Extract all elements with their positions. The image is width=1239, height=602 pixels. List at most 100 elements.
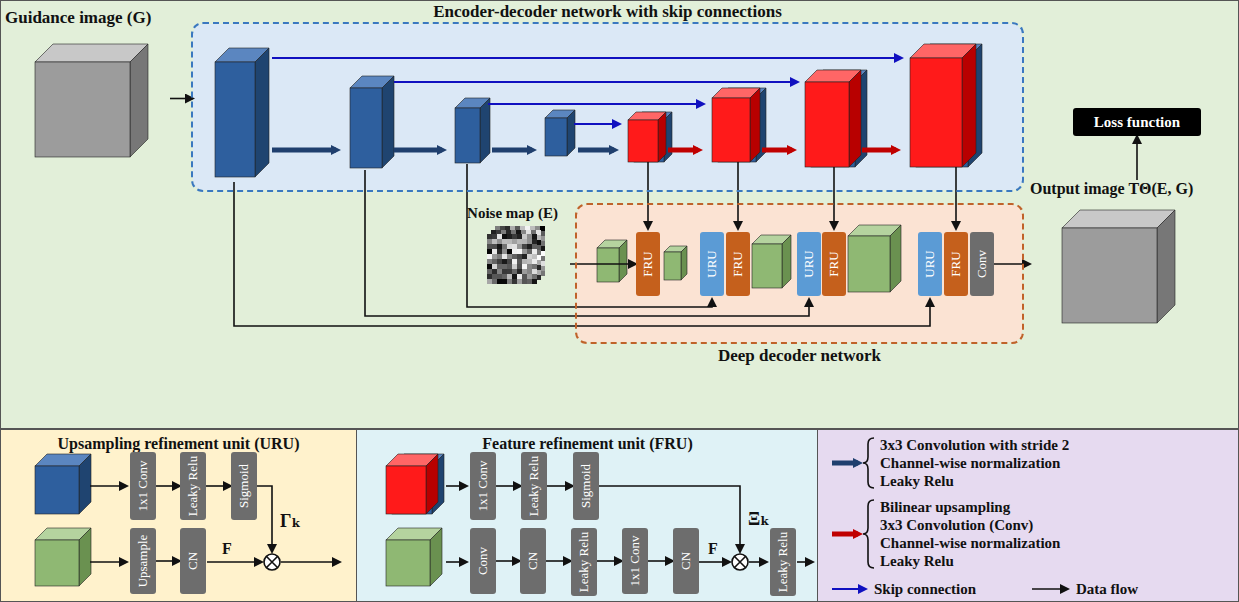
encoder-map-side xyxy=(480,98,490,163)
connector xyxy=(648,560,673,562)
connector xyxy=(496,485,521,487)
noise-cell xyxy=(512,269,517,274)
decoder-map-front xyxy=(712,98,750,162)
noise-cell xyxy=(507,249,512,254)
noise-cell xyxy=(487,249,492,254)
layer-label: Leaky Relu xyxy=(775,532,791,592)
legend-text: Skip connection xyxy=(874,580,976,598)
noise-cell xyxy=(492,264,497,269)
deep-decoder-map-front xyxy=(848,236,890,292)
layer-label: CN xyxy=(525,552,541,570)
connector xyxy=(156,560,180,562)
noise-cell xyxy=(497,259,502,264)
noise-cell xyxy=(497,279,502,284)
layer-box: Leaky Relu xyxy=(180,452,206,520)
layer-label: Conv xyxy=(974,250,990,278)
network-region: Deep decoder networkFRUURUFRUURUFRUURUFR… xyxy=(577,205,1022,342)
layer-box: Conv xyxy=(470,528,496,594)
noise-cell xyxy=(512,249,517,254)
noise-cell xyxy=(527,254,532,259)
node-label: Deep decoder network xyxy=(577,346,1022,366)
noise-cell xyxy=(517,244,522,249)
noise-cell xyxy=(532,249,537,254)
uru-input-map-side xyxy=(79,454,91,514)
connector xyxy=(546,560,571,562)
top-panel xyxy=(1,1,1239,429)
noise-cell xyxy=(532,264,537,269)
layer-label: 1x1 Conv xyxy=(135,461,151,512)
layer-box: URU xyxy=(918,232,942,296)
deep-decoder-map-front xyxy=(664,252,681,280)
noise-cell xyxy=(487,269,492,274)
layer-box: CN xyxy=(520,528,546,594)
noise-cell xyxy=(522,244,527,249)
deep-decoder-map-side xyxy=(782,235,791,288)
output-cube xyxy=(1062,210,1175,323)
noise-cell xyxy=(492,274,497,279)
decoder-map-front xyxy=(910,58,962,167)
noise-cell xyxy=(487,279,492,284)
noise-cell xyxy=(522,279,527,284)
noise-cell xyxy=(507,269,512,274)
guidance-cube-side xyxy=(130,44,148,157)
decoder-map xyxy=(628,112,666,162)
noise-cell xyxy=(527,244,532,249)
noise-cell xyxy=(522,259,527,264)
encoder-map-front xyxy=(350,88,382,168)
connector xyxy=(1136,136,1138,180)
noise-cell xyxy=(502,269,507,274)
noise-cell xyxy=(527,239,532,244)
connector xyxy=(597,560,622,562)
noise-cell xyxy=(517,254,522,259)
node-label: Output image TΘ(E, G) xyxy=(1030,180,1233,198)
layer-label: URU xyxy=(801,250,817,277)
decoder-map-side xyxy=(962,44,976,167)
noise-cell xyxy=(512,264,517,269)
noise-cell xyxy=(527,249,532,254)
layer-box: FRU xyxy=(822,232,846,296)
noise-cell xyxy=(522,239,527,244)
noise-cell xyxy=(502,244,507,249)
output-cube-front xyxy=(1062,228,1157,323)
guidance-cube-top xyxy=(35,44,148,62)
noise-cell xyxy=(502,274,507,279)
noise-cell xyxy=(532,244,537,249)
encoder-map xyxy=(455,98,490,163)
noise-cell xyxy=(497,249,502,254)
noise-cell xyxy=(532,254,537,259)
layer-label: Sigmoid xyxy=(236,464,252,508)
layer-label: CN xyxy=(185,552,201,570)
encoder-map xyxy=(545,110,575,156)
signal-label: Ξₖ xyxy=(748,508,770,530)
noise-cell xyxy=(517,264,522,269)
layer-label: Leaky Relu xyxy=(185,456,201,516)
fru-input-map xyxy=(386,528,442,586)
noise-cell xyxy=(517,249,522,254)
noise-cell xyxy=(497,244,502,249)
noise-cell xyxy=(502,264,507,269)
noise-cell xyxy=(507,254,512,259)
signal-label: F xyxy=(708,540,718,558)
noise-cell xyxy=(507,279,512,284)
noise-cell xyxy=(492,249,497,254)
layer-box: Conv xyxy=(970,232,994,296)
noise-cell xyxy=(522,254,527,259)
legend-text: 3x3 Convolution (Conv) xyxy=(880,516,1033,534)
layer-label: FRU xyxy=(730,251,746,276)
noise-cell xyxy=(502,239,507,244)
noise-cell xyxy=(522,269,527,274)
layer-box: URU xyxy=(797,232,821,296)
signal-label: F xyxy=(222,540,232,558)
node-label: Feature refinement unit (FRU) xyxy=(357,435,818,453)
encoder-region-fill xyxy=(193,24,1022,190)
connector xyxy=(170,98,193,100)
decoder-map-front xyxy=(805,82,849,167)
encoder-map-front xyxy=(545,118,567,156)
legend-text: Leaky Relu xyxy=(880,472,954,490)
node-label: Encoder-decoder network with skip connec… xyxy=(193,2,1022,22)
noise-cell xyxy=(527,264,532,269)
noise-cell xyxy=(517,279,522,284)
decoder-map xyxy=(712,88,760,162)
legend-text: Channel-wise normalization xyxy=(880,534,1060,552)
